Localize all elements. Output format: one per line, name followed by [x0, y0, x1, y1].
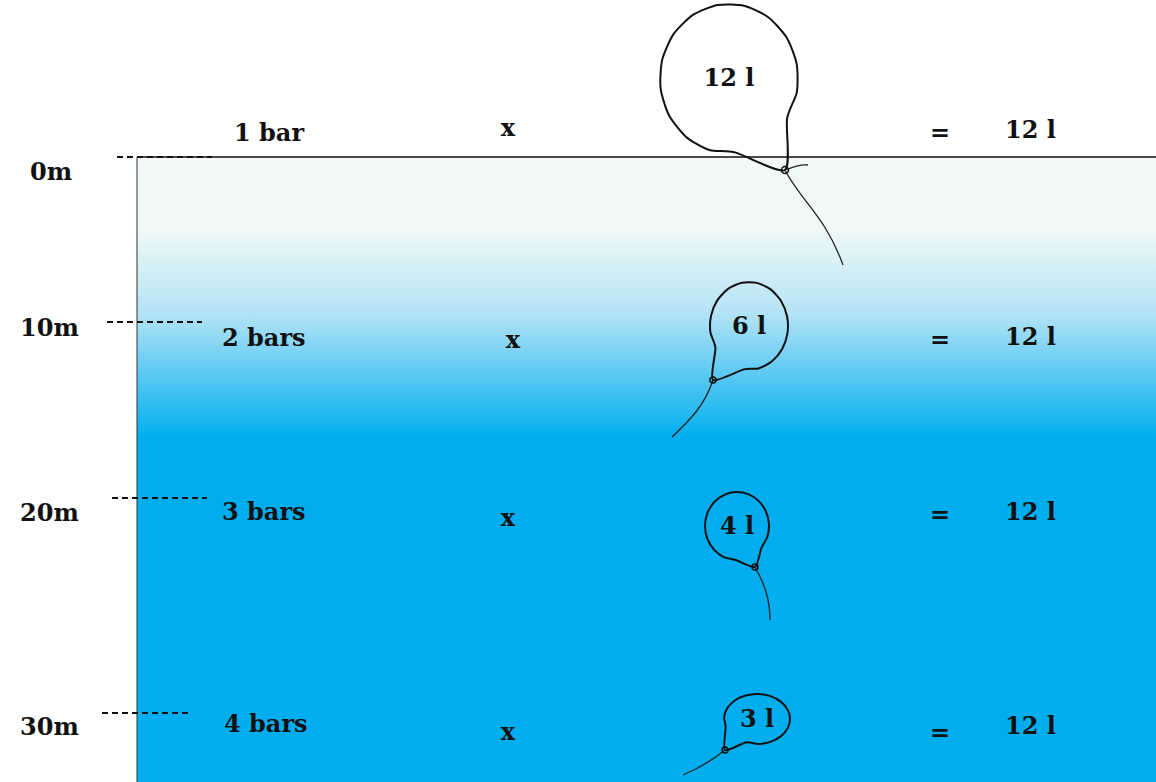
balloon-string [683, 750, 725, 775]
multiply-sign: x [506, 327, 520, 353]
volume-label: 6 l [732, 313, 766, 339]
depth-label: 0m [30, 159, 72, 185]
product-label: 12 l [1005, 324, 1056, 350]
balloon-string [755, 567, 770, 620]
balloon-shape [724, 694, 790, 750]
volume-label: 12 l [704, 65, 755, 91]
depth-mark [102, 712, 192, 714]
equals-sign: = [930, 502, 950, 528]
equals-sign: = [930, 327, 950, 353]
volume-label: 4 l [720, 513, 754, 539]
pressure-label: 3 bars [222, 499, 306, 525]
balloon: 4 l [703, 490, 771, 570]
depth-label: 10m [20, 315, 79, 341]
depth-label: 30m [20, 714, 79, 740]
depth-mark [107, 321, 202, 323]
balloon-strings [672, 165, 843, 775]
pressure-label: 2 bars [222, 325, 306, 351]
water-body [137, 157, 1156, 782]
balloon: 12 l [658, 2, 800, 172]
balloon-string [785, 170, 843, 265]
pressure-label: 1 bar [234, 120, 304, 146]
depth-mark [112, 497, 207, 499]
product-label: 12 l [1005, 117, 1056, 143]
balloon-string [672, 380, 713, 437]
water-edge [137, 157, 138, 782]
depth-mark [117, 156, 212, 158]
volume-label: 3 l [740, 706, 774, 732]
balloon-shape [710, 282, 788, 380]
balloon-shape [705, 492, 769, 567]
balloon: 3 l [722, 692, 792, 752]
pressure-label: 4 bars [224, 711, 308, 737]
depth-marks [102, 157, 212, 713]
balloon-shape [660, 4, 797, 170]
water-surface [137, 156, 1156, 158]
multiply-sign: x [501, 719, 515, 745]
balloon-knots [710, 167, 789, 754]
balloon: 6 l [708, 280, 790, 382]
product-label: 12 l [1005, 499, 1056, 525]
multiply-sign: x [501, 505, 515, 531]
product-label: 12 l [1005, 713, 1056, 739]
multiply-sign: x [501, 115, 515, 141]
equals-sign: = [930, 120, 950, 146]
depth-label: 20m [20, 500, 79, 526]
equals-sign: = [930, 720, 950, 746]
